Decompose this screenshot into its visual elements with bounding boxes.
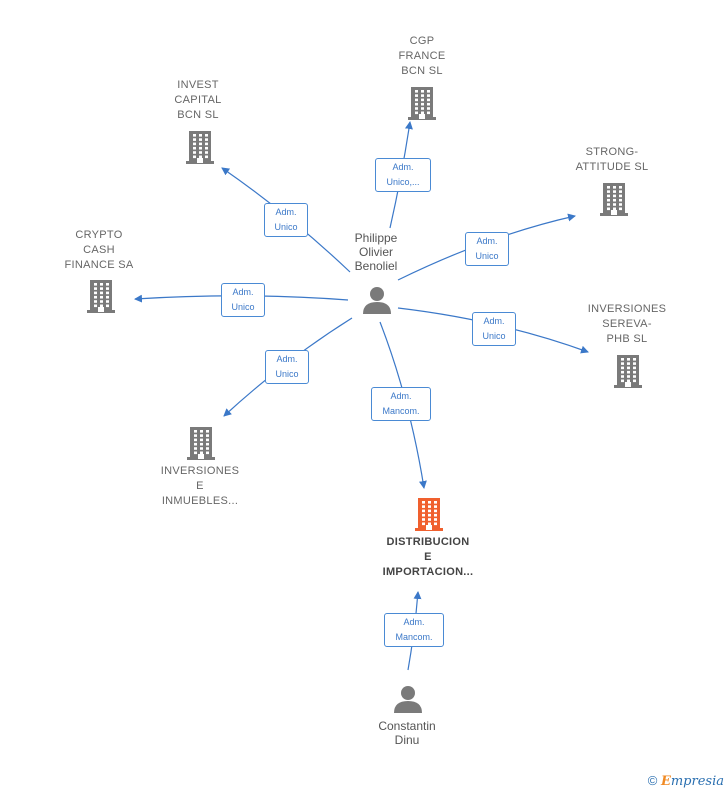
edge-label-invest[interactable]: Adm. Unico bbox=[264, 203, 308, 237]
person-label-constantin[interactable]: Constantin Dinu bbox=[378, 719, 436, 747]
brand-logo: Empresia bbox=[660, 774, 724, 789]
person-label-philippe[interactable]: Philippe Olivier Benoliel bbox=[354, 231, 398, 273]
building-icon-cgp bbox=[408, 87, 436, 120]
company-label-distribucion[interactable]: DISTRIBUCION E IMPORTACION... bbox=[382, 536, 474, 578]
building-icon-distribucion bbox=[415, 498, 443, 531]
building-icon-inmuebles bbox=[187, 427, 215, 460]
edge-label-strong[interactable]: Adm. Unico bbox=[465, 232, 509, 266]
person-icon-constantin bbox=[394, 686, 422, 713]
company-label-strong-attitude[interactable]: STRONG- ATTITUDE SL bbox=[575, 146, 649, 173]
copyright-symbol: © bbox=[647, 773, 658, 788]
building-icon-crypto bbox=[87, 280, 115, 313]
footer-brand: © Empresia bbox=[648, 773, 724, 789]
company-label-crypto-cash[interactable]: CRYPTO CASH FINANCE SA bbox=[64, 229, 134, 271]
company-label-cgp[interactable]: CGP FRANCE BCN SL bbox=[398, 35, 446, 77]
building-icon-strong bbox=[600, 183, 628, 216]
edge-label-constantin[interactable]: Adm. Mancom. bbox=[384, 613, 444, 647]
building-icon-sereva bbox=[614, 355, 642, 388]
person-icon-philippe bbox=[363, 287, 391, 314]
company-label-invest-capital[interactable]: INVEST CAPITAL BCN SL bbox=[174, 79, 222, 121]
edge-label-cgp[interactable]: Adm. Unico,... bbox=[375, 158, 431, 192]
edge-label-crypto[interactable]: Adm. Unico bbox=[221, 283, 265, 317]
edge-label-sereva[interactable]: Adm. Unico bbox=[472, 312, 516, 346]
edge-label-inmuebles[interactable]: Adm. Unico bbox=[265, 350, 309, 384]
building-icon-invest bbox=[186, 131, 214, 164]
edge-label-distribucion[interactable]: Adm. Mancom. bbox=[371, 387, 431, 421]
company-label-inversiones-sereva[interactable]: INVERSIONES SEREVA- PHB SL bbox=[587, 303, 667, 345]
company-label-inversiones-inmuebles[interactable]: INVERSIONES E INMUEBLES... bbox=[160, 465, 240, 507]
